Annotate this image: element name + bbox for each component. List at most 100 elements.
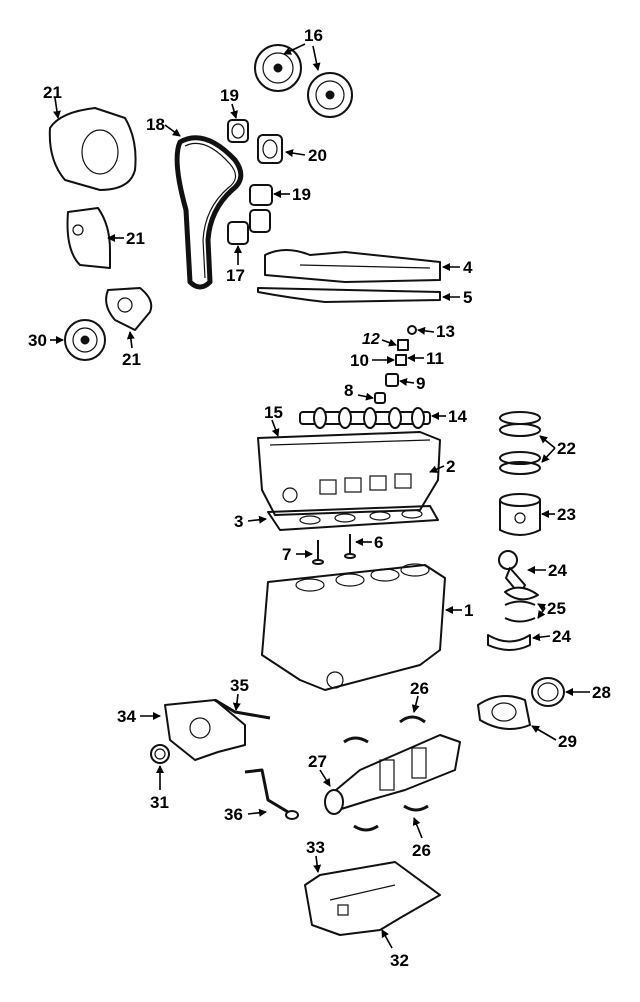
label-19-top: 19	[220, 86, 239, 105]
callout-19-mid: 19	[273, 185, 311, 204]
label-19-mid: 19	[292, 185, 311, 204]
label-2: 2	[446, 457, 455, 476]
label-35: 35	[230, 676, 249, 695]
callout-2: 2	[429, 457, 455, 476]
crankshaft-part	[324, 734, 461, 815]
callout-34: 34	[117, 707, 161, 726]
callout-26-top: 26	[410, 679, 429, 713]
label-6: 6	[374, 533, 383, 552]
middle-timing-cover-part	[66, 207, 111, 269]
crankshaft-pulley-part	[64, 319, 106, 361]
callout-15: 15	[264, 403, 283, 437]
oil-pan-part	[304, 861, 441, 936]
upper-timing-cover-part	[48, 107, 137, 191]
callout-3: 3	[234, 512, 267, 531]
label-23: 23	[557, 505, 576, 524]
valve-train-components	[374, 325, 417, 404]
oil-pump-part	[164, 699, 246, 761]
callout-26-bottom: 26	[412, 817, 431, 860]
label-25: 25	[547, 599, 566, 618]
label-5: 5	[463, 288, 472, 307]
label-21-low: 21	[122, 350, 141, 369]
callout-13: 13	[417, 322, 455, 341]
label-28: 28	[592, 683, 611, 702]
callout-22: 22	[539, 435, 576, 463]
piston-part	[499, 493, 541, 536]
rear-main-seal-part	[531, 677, 565, 707]
callout-29: 29	[531, 725, 577, 751]
callout-5: 5	[442, 288, 472, 307]
label-1: 1	[464, 601, 473, 620]
callout-11: 11	[407, 349, 444, 368]
label-12: 12	[362, 331, 380, 348]
idler-pulley-part	[227, 119, 283, 245]
label-20: 20	[308, 146, 327, 165]
lower-timing-cover-part	[105, 287, 153, 331]
label-10: 10	[350, 351, 369, 370]
cylinder-head-part	[257, 431, 441, 516]
seal-retainer-part	[477, 695, 531, 730]
callout-14: 14	[431, 407, 467, 426]
head-gasket-part	[267, 505, 439, 531]
label-21-top: 21	[43, 83, 62, 102]
callout-1: 1	[445, 601, 473, 620]
valve-cover-gasket-part	[257, 287, 441, 303]
label-3: 3	[234, 512, 243, 531]
piston-rings-part	[499, 411, 541, 475]
dipstick-tube-part	[244, 768, 299, 820]
label-13: 13	[436, 322, 455, 341]
label-4: 4	[463, 258, 473, 277]
callout-7: 7	[282, 545, 313, 564]
callout-35: 35	[230, 676, 249, 711]
label-14: 14	[448, 407, 467, 426]
label-26-bottom: 26	[412, 841, 431, 860]
rod-bearings-part	[504, 600, 536, 623]
valves-part	[312, 534, 356, 565]
label-22: 22	[557, 439, 576, 458]
callout-9: 9	[399, 374, 425, 393]
callout-32: 32	[381, 929, 409, 970]
callout-27: 27	[308, 752, 331, 787]
callout-21-mid: 21	[107, 229, 145, 248]
callout-24-top: 24	[527, 561, 567, 580]
callout-21-low: 21	[122, 331, 141, 369]
label-32: 32	[390, 951, 409, 970]
callout-23: 23	[541, 505, 576, 524]
label-16: 16	[304, 26, 323, 45]
callout-8: 8	[344, 381, 374, 401]
front-crank-seal-part	[150, 744, 170, 764]
callout-19-top: 19	[220, 86, 239, 119]
timing-belt-part	[174, 135, 244, 290]
callout-21-top: 21	[43, 83, 62, 119]
callout-10: 10	[350, 351, 395, 370]
callout-4: 4	[442, 258, 473, 277]
label-30: 30	[28, 331, 47, 350]
label-17: 17	[226, 266, 245, 285]
callout-31: 31	[150, 765, 169, 812]
callout-33: 33	[306, 838, 325, 873]
callout-16: 16	[283, 26, 323, 71]
callout-36: 36	[224, 805, 267, 824]
label-29: 29	[558, 732, 577, 751]
valve-cover-part	[264, 249, 441, 283]
label-33: 33	[306, 838, 325, 857]
label-26-top: 26	[410, 679, 429, 698]
label-8: 8	[344, 381, 353, 400]
label-9: 9	[416, 374, 425, 393]
callout-6: 6	[355, 533, 383, 552]
label-24-bottom: 24	[552, 627, 571, 646]
camshaft-sprocket-part	[254, 44, 353, 118]
connecting-rod-part	[498, 550, 539, 601]
callout-28: 28	[565, 683, 611, 702]
label-34: 34	[117, 707, 136, 726]
camshaft-part	[299, 407, 431, 429]
callout-12: 12	[362, 331, 397, 348]
label-27: 27	[308, 752, 327, 771]
callout-24-bottom: 24	[532, 627, 571, 646]
engine-block-part	[261, 563, 446, 691]
label-31: 31	[150, 793, 169, 812]
label-24-top: 24	[548, 561, 567, 580]
callout-30: 30	[28, 331, 64, 350]
label-11: 11	[426, 349, 444, 368]
